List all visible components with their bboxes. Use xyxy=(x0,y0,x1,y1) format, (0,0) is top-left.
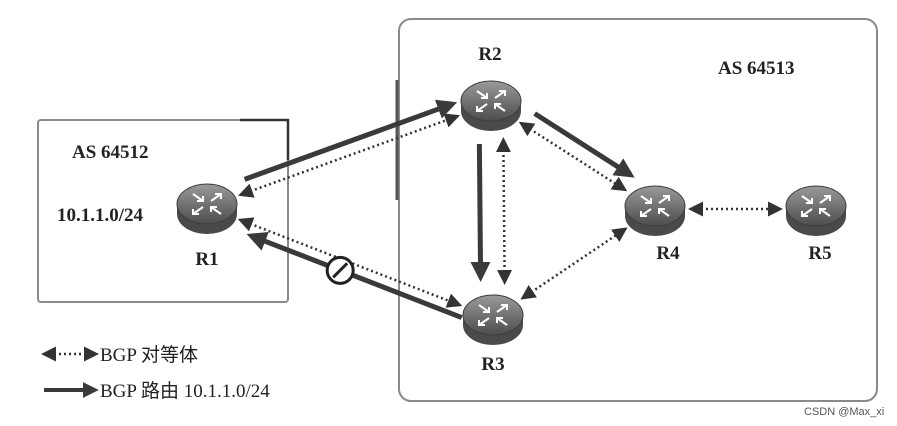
router-label-r5: R5 xyxy=(808,243,831,264)
router-icon xyxy=(801,195,831,217)
route-flow-R2-R4 xyxy=(533,111,635,178)
router-label-r4: R4 xyxy=(656,243,680,264)
peer-link-R2-R3 xyxy=(495,136,513,286)
router-label-r2: R2 xyxy=(478,44,501,65)
router-r5 xyxy=(785,185,847,236)
route-flow-R3-R1 xyxy=(246,231,463,320)
as-box-64512-accent xyxy=(240,118,290,160)
router-r4 xyxy=(624,185,686,236)
peer-link-R1-R3 xyxy=(237,217,463,308)
as-label-64512: AS 64512 xyxy=(72,142,149,163)
legend-route-text: BGP 路由 10.1.1.0/24 xyxy=(100,380,270,402)
prefix-label: 10.1.1.0/24 xyxy=(57,205,144,226)
legend: BGP 对等体 BGP 路由 10.1.1.0/24 xyxy=(41,344,270,402)
router-icon xyxy=(478,304,508,326)
router-icon xyxy=(640,195,670,217)
as-box-64513 xyxy=(398,18,878,402)
router-label-r3: R3 xyxy=(481,354,504,375)
peer-link-R3-R4 xyxy=(520,227,628,300)
route-flow-R2-R3 xyxy=(470,143,491,283)
router-icon xyxy=(192,193,222,215)
as-label-64513: AS 64513 xyxy=(718,58,795,79)
router-label-r1: R1 xyxy=(195,249,218,270)
peer-link-R1-R2 xyxy=(238,113,460,198)
watermark: CSDN @Max_xi xyxy=(804,406,884,418)
router-r1 xyxy=(176,183,238,234)
route-flows xyxy=(243,99,635,320)
as-box-64512 xyxy=(37,119,289,303)
router-icon xyxy=(476,90,506,112)
peer-link-R2-R4 xyxy=(518,121,628,192)
router-r3 xyxy=(462,294,524,345)
peer-links xyxy=(237,113,783,308)
blocked-route-icon xyxy=(325,255,355,285)
router-r2 xyxy=(460,80,522,131)
route-flow-R1-R2 xyxy=(243,99,458,182)
legend-peer-text: BGP 对等体 xyxy=(100,344,198,366)
